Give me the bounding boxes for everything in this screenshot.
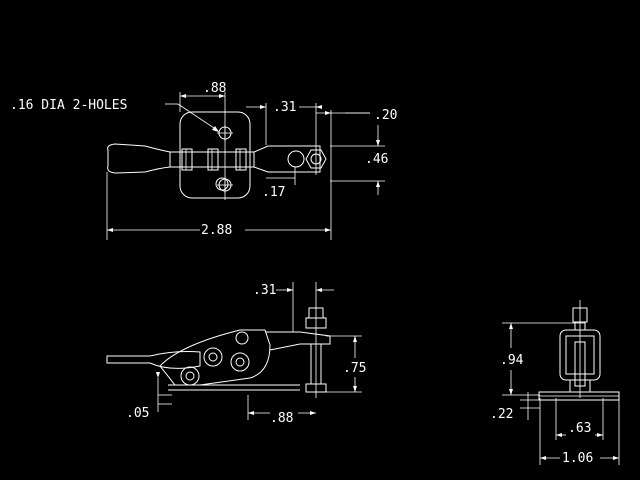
end-view: .94 .22 .63 1.06: [490, 300, 620, 466]
top-dim-hole-spacing: .88: [203, 81, 226, 96]
side-pivot-3: [230, 352, 250, 372]
side-clamp-arm: [265, 331, 331, 351]
top-handle: [107, 143, 181, 174]
top-spindle-hex: [305, 149, 327, 169]
end-dim-base-thickness: .22: [490, 407, 513, 422]
end-dim-hole-spacing: .63: [568, 421, 591, 436]
top-view: .16 DIA 2-HOLES .88 .31 .20 .46 .17 2.88: [10, 81, 397, 240]
side-dim-spindle-offset: .31: [253, 283, 276, 298]
side-handle: [106, 351, 201, 369]
end-dim-base-width: 1.06: [562, 451, 593, 466]
hole-callout: .16 DIA 2-HOLES: [10, 98, 127, 113]
top-dim-tip: .20: [374, 108, 397, 123]
side-body: [159, 329, 271, 386]
top-dim-width: .46: [365, 152, 388, 167]
side-view: .31 .75 .05 .88: [106, 282, 366, 426]
top-base-plate: [179, 111, 251, 199]
top-clamp-arm: [253, 145, 321, 173]
side-dim-base-thickness: .05: [126, 406, 149, 421]
side-dim-reach: .88: [270, 411, 293, 426]
top-dim-overall-length: 2.88: [201, 223, 232, 238]
side-pivot-1: [180, 366, 200, 386]
end-dim-height: .94: [500, 353, 524, 368]
top-dim-spindle-offset: .31: [273, 100, 296, 115]
top-dim-slot: .17: [262, 185, 285, 200]
side-pivot-2: [203, 347, 223, 367]
side-dim-height: .75: [343, 361, 366, 376]
